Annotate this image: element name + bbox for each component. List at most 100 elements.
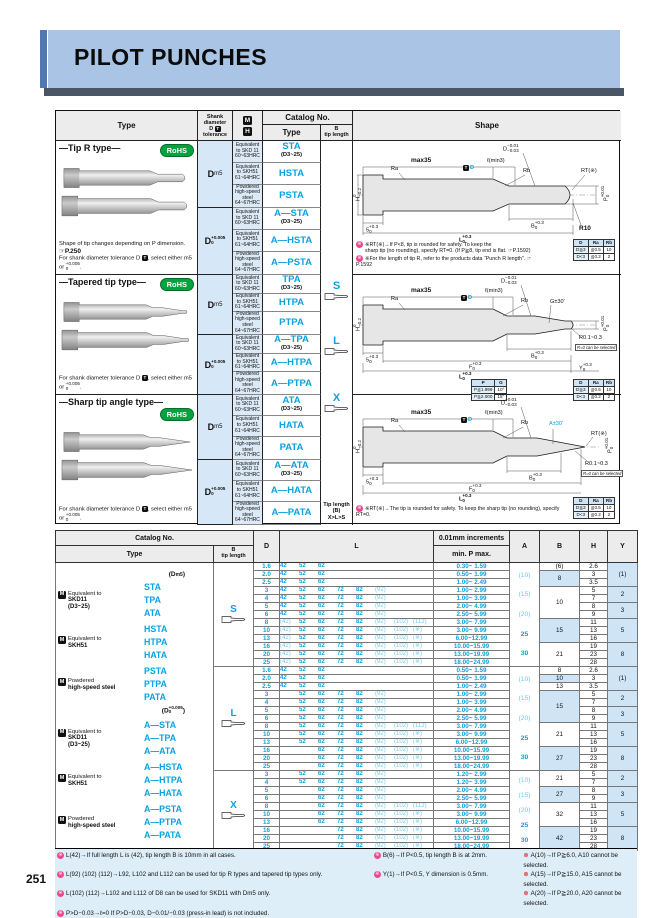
material-icon: M: [58, 773, 66, 782]
bt-header-l: L: [279, 530, 435, 563]
y-value: 3: [607, 602, 639, 619]
dim: max35: [411, 157, 432, 164]
footnote-row: ※L(92) (102) (112)→L92, L102 and L112 ca…: [57, 870, 635, 889]
catalog-number: A—HATA: [263, 480, 321, 502]
tip-s-symbol: S: [321, 281, 352, 303]
d-value: 5: [253, 706, 281, 715]
h-value: 28: [579, 658, 609, 667]
tip-length-label: tip length: [324, 131, 349, 138]
catalog-number: A—HTPA: [144, 775, 183, 785]
cross-note-icon: ⊗: [523, 852, 529, 859]
footnote-text: L(92) (102) (112)→L92, L102 and L112 can…: [66, 871, 323, 879]
cross-note-icon: ⊗: [523, 890, 529, 898]
punch-photo: [61, 329, 189, 351]
p-range: 2.50~ 5.99: [433, 610, 511, 619]
rohs-badge: RoHS: [159, 278, 194, 291]
dim: ℓ(min3): [485, 288, 503, 294]
p-range: 1.00~ 2.49: [433, 682, 511, 691]
catalog-number: A—PTPA: [263, 371, 321, 396]
dim: Ra: [391, 296, 399, 302]
footnote-text: A(20)→If P≧20.0, A20 cannot be selected.: [523, 890, 622, 907]
d-value: 20: [253, 754, 281, 763]
title-accent-stripe: [40, 30, 47, 88]
p-range: 1.00~ 3.99: [433, 594, 511, 603]
y-value: 5: [607, 802, 639, 827]
h-value: 11: [579, 802, 609, 811]
punch-tip-icon: [324, 292, 350, 303]
catalog-number: STA: [144, 582, 161, 592]
y-value: (1): [607, 562, 639, 587]
y-value: 8: [607, 826, 639, 851]
asterisk-note-icon: ※: [57, 909, 64, 917]
catalog-number: HSTA: [263, 162, 321, 185]
dim: ℓ(min3): [485, 410, 503, 416]
punch-tip-icon: [324, 293, 348, 300]
d-value: 5: [253, 602, 281, 611]
catalog-number: HSTA: [144, 624, 168, 634]
footnotes: ※ L(42)→If full length L is (42), tip len…: [55, 848, 637, 918]
d-value: 6: [253, 794, 281, 803]
p-range: 13.00~19.99: [433, 754, 511, 763]
p-range: 6.00~12.99: [433, 738, 511, 747]
r-zero-note: R=0 can be selected: [575, 344, 618, 351]
y-value: 3: [607, 786, 639, 803]
p-range: 2.00~ 4.99: [433, 602, 511, 611]
d-value: 3: [253, 690, 281, 699]
page-title: PILOT PUNCHES: [74, 44, 268, 70]
catalog-number: A—HTPA: [263, 354, 321, 372]
d-value: 4: [253, 594, 281, 603]
catalog-number: A—PSTA: [144, 804, 182, 814]
shank-header-line2: D T tolerance: [203, 125, 227, 138]
col-header-shape: Shape: [353, 111, 621, 141]
tolerance-icon: T: [214, 125, 221, 132]
p-range: 1.00~ 2.99: [433, 586, 511, 595]
dim: RT(※): [581, 168, 597, 174]
d-value: 2.0: [253, 570, 281, 579]
shank-tolerance-note: For shank diameter tolerance D T, select…: [59, 505, 192, 523]
cross-note-icon: ⊗: [523, 871, 529, 879]
material-icon: M: [58, 635, 66, 644]
material-icon: M: [58, 815, 66, 824]
asterisk-note-icon: ※: [57, 871, 64, 879]
catalog-number: ATA(D3~25): [263, 395, 321, 416]
punch-photo: [63, 432, 190, 452]
d-value: 25: [253, 762, 281, 771]
section-title: —Tapered tip type—: [59, 277, 146, 287]
catalog-number: PSTA: [263, 184, 321, 208]
p-range: 1.20~ 3.99: [433, 778, 511, 787]
tolerance-icon: T: [141, 374, 148, 381]
type-notes: For shank diameter tolerance D T, select…: [59, 374, 194, 392]
catalog-number: TPA: [144, 595, 161, 605]
d-value: 2.5: [253, 578, 281, 587]
d-value: 16: [253, 746, 281, 755]
footnote-text: L(42)→If full length L is (42), tip leng…: [66, 852, 236, 859]
tip-l-symbol: L: [321, 336, 352, 358]
type-notes: For shank diameter tolerance D T, select…: [59, 505, 194, 523]
h-value: 7: [579, 698, 609, 707]
